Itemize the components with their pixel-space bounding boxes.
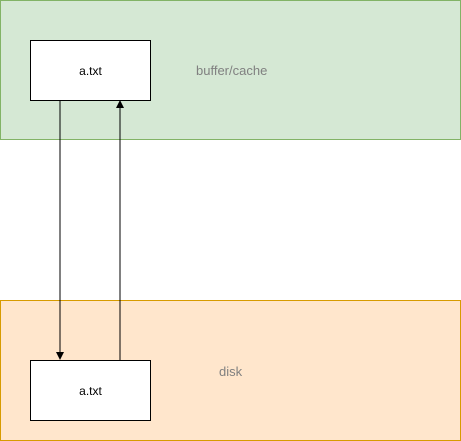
disk-file-box[interactable]: a.txt	[30, 360, 151, 421]
cache-file-label: a.txt	[79, 63, 102, 78]
buffer-cache-label: buffer/cache	[196, 63, 268, 78]
disk-file-label: a.txt	[79, 383, 102, 398]
disk-label: disk	[219, 364, 243, 379]
cache-file-box[interactable]: a.txt	[30, 40, 151, 101]
